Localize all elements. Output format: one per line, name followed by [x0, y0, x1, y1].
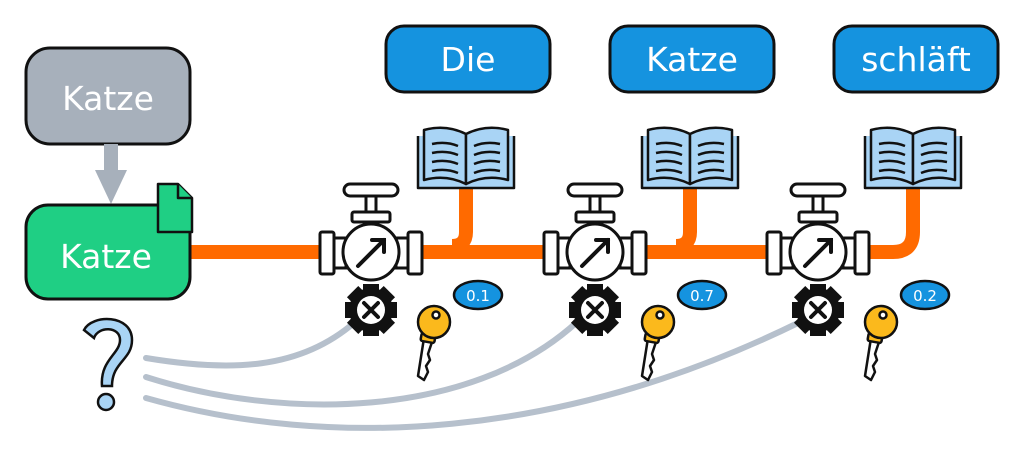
branch-pipe-3 [862, 180, 920, 259]
question-mark-icon [82, 317, 134, 412]
output-word-1: Die [384, 24, 552, 94]
attention-weight-label: 0.7 [690, 287, 714, 305]
key-icon [640, 304, 676, 382]
attention-line-1 [143, 319, 358, 369]
key-icon [863, 304, 899, 382]
input-token-label: Katze [62, 79, 154, 118]
output-word-2: Katze [608, 24, 776, 94]
input-token: Katze [24, 46, 192, 146]
open-book-icon [863, 126, 963, 190]
stages: 0.1 0.7 0.2 [318, 126, 963, 382]
output-word-label: Die [441, 40, 496, 79]
branch-pipe-1 [451, 180, 473, 253]
down-arrow-icon [95, 144, 127, 204]
gear-x-icon [569, 284, 621, 336]
attention-weight-badge: 0.1 [452, 279, 504, 311]
document-icon [156, 182, 194, 234]
attention-line-2 [143, 319, 580, 408]
attention-weight-label: 0.1 [466, 287, 490, 305]
branch-pipe-2 [675, 180, 697, 253]
key-icon [416, 304, 452, 382]
output-word-label: schläft [861, 40, 971, 79]
open-book-icon [640, 126, 740, 190]
attention-line-3 [143, 319, 803, 431]
gear-x-icon [345, 284, 397, 336]
embedding-token: Katze [24, 203, 192, 301]
open-book-icon [416, 126, 516, 190]
stage-2: 0.7 [542, 126, 740, 382]
valve-icon [318, 182, 424, 282]
output-word-label: Katze [646, 40, 738, 79]
stage-3: 0.2 [765, 126, 963, 382]
attention-lines [143, 319, 803, 431]
stage-1: 0.1 [318, 126, 516, 382]
attention-weight-label: 0.2 [913, 287, 937, 305]
valve-icon [765, 182, 871, 282]
attention-weight-badge: 0.7 [676, 279, 728, 311]
output-word-3: schläft [832, 24, 1000, 94]
output-words: Die Katze schläft [384, 24, 1000, 94]
valve-icon [542, 182, 648, 282]
embedding-token-label: Katze [60, 237, 152, 276]
gear-x-icon [792, 284, 844, 336]
attention-weight-badge: 0.2 [899, 279, 951, 311]
